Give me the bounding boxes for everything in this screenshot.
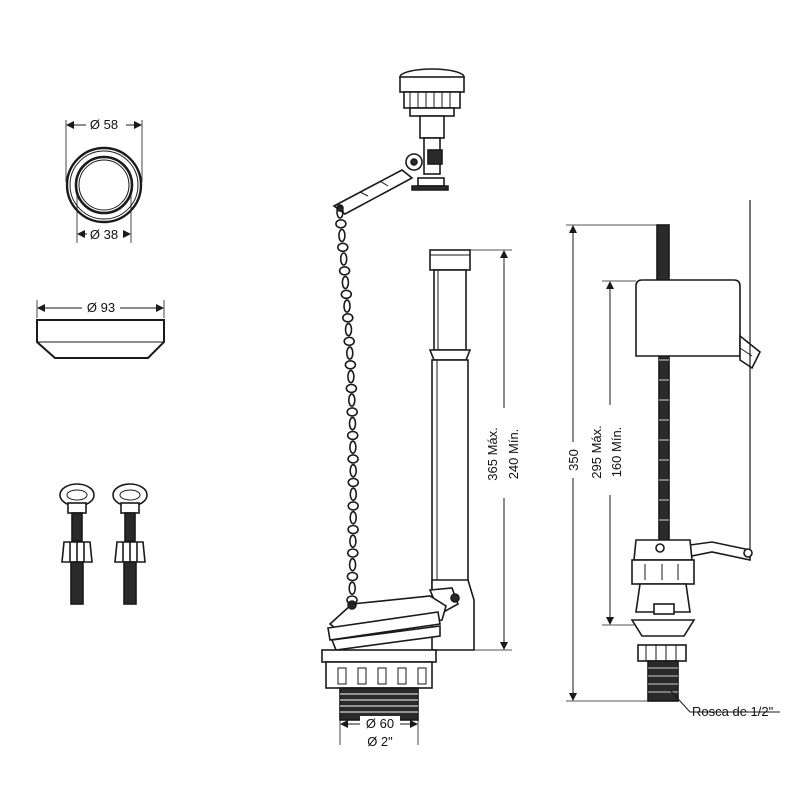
chain-link [344,322,353,337]
chain-link [343,336,356,347]
chain-link [339,252,348,266]
chain-link [348,557,357,572]
flush-valve-assembly [321,68,475,721]
chain-link [349,440,357,455]
chain-link [345,346,354,360]
chain-link [347,501,360,511]
flush-height-max-label: 365 Máx. [485,427,500,480]
chain-link [343,299,351,313]
chain-link [336,242,349,253]
fill-height-max-label: 295 Máx. [589,425,604,478]
button-inner-diameter-label: Ø 38 [90,227,118,242]
chain-link [338,228,346,243]
chain-link [347,393,356,407]
chain-link [336,205,344,219]
chain-link [349,463,358,478]
chain-link [346,548,359,558]
chain-link [346,407,359,417]
chain-link [347,454,359,464]
chain-link [344,359,357,370]
chain-link [338,265,351,276]
chain-link [345,383,358,394]
fill-total-height-label: 350 [566,449,581,471]
chain-link [346,430,359,441]
chain-link [341,312,354,323]
flush-thread-diameter-label: Ø 2" [367,734,393,749]
chain-link [347,477,360,488]
chain-link [349,510,358,525]
flush-chain [335,205,360,605]
flush-base-diameter-label: Ø 60 [366,716,394,731]
chain-link [347,369,355,384]
chain-link [348,581,357,596]
flush-height-min-label: 240 Mín. [506,429,521,480]
chain-link [340,289,353,300]
chain-link [346,571,359,582]
fixing-screws [59,483,148,605]
fill-height-min-label: 160 Mín. [609,427,624,478]
chain-link [341,275,350,290]
button-outer-diameter-label: Ø 58 [90,117,118,132]
fill-thread-label: Rosca de 1/2" [692,704,774,719]
chain-link [349,534,357,549]
chain-link [346,595,358,605]
gasket-diameter-label: Ø 93 [87,300,115,315]
fill-valve-assembly [630,200,762,702]
chain-link [335,219,347,229]
chain-link [348,416,357,431]
chain-link [349,487,358,502]
chain-link [347,524,359,535]
push-button-top-view [65,120,143,243]
